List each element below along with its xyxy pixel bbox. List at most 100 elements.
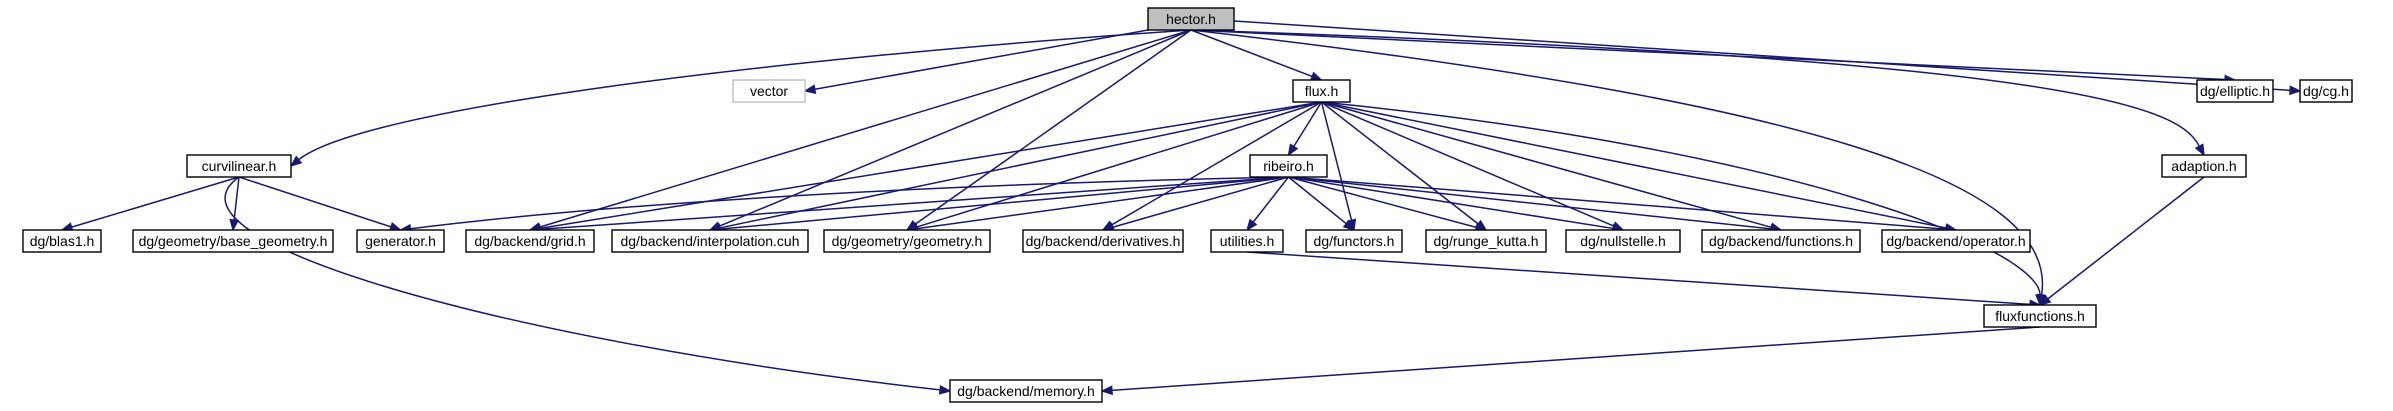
node-blas1[interactable]: dg/blas1.h [22, 229, 102, 253]
node-label: dg/geometry/base_geometry.h [139, 233, 328, 249]
edge-line [1112, 176, 1289, 228]
node-label: dg/backend/functions.h [1709, 233, 1853, 249]
node-label: dg/runge_kutta.h [1433, 233, 1538, 249]
edge-line [1293, 101, 1323, 147]
node-box [186, 154, 292, 178]
edge-line [1321, 101, 1615, 227]
edge-line [410, 176, 1289, 230]
edge-line [1321, 101, 1772, 229]
edge-flux-to-operator [1321, 101, 1958, 233]
arrowhead-icon [2038, 294, 2052, 306]
node-derivatives[interactable]: dg/backend/derivatives.h [1022, 229, 1184, 253]
edge-curvilinear-to-generator [238, 176, 403, 232]
edge-line [1320, 101, 1353, 221]
node-functors[interactable]: dg/functors.h [1305, 229, 1403, 253]
node-label: hector.h [1166, 11, 1216, 27]
edge-line [718, 29, 1192, 227]
edge-line [71, 176, 240, 228]
arrowhead-icon [1287, 143, 1299, 157]
node-curvilinear[interactable]: curvilinear.h [186, 154, 292, 178]
arrowhead-icon [1309, 71, 1324, 81]
node-elliptic[interactable]: dg/elliptic.h [2196, 79, 2274, 103]
edge-line [2047, 176, 2205, 300]
node-label: ribeiro.h [1263, 158, 1314, 174]
node-base-geometry[interactable]: dg/geometry/base_geometry.h [132, 229, 334, 253]
node-box [1147, 7, 1235, 31]
node-interpolation[interactable]: dg/backend/interpolation.cuh [611, 229, 809, 253]
node-box [1425, 229, 1547, 253]
edge-line [539, 101, 1322, 230]
node-label: dg/backend/operator.h [1886, 233, 2025, 249]
node-nullstelle[interactable]: dg/nullstelle.h [1565, 229, 1681, 253]
node-box [356, 229, 445, 253]
node-label: dg/blas1.h [30, 233, 95, 249]
node-memory[interactable]: dg/backend/memory.h [949, 379, 1103, 403]
edge-hector-to-curvilinear [289, 29, 1192, 168]
edge-ribeiro-to-functions [1288, 176, 1783, 234]
node-box [732, 79, 806, 103]
node-box [2196, 79, 2274, 103]
edge-curvilinear-to-base_geometry [229, 176, 240, 232]
edge-line [1288, 176, 1347, 225]
node-fluxfunctions[interactable]: fluxfunctions.h [1983, 304, 2097, 328]
node-operator[interactable]: dg/backend/operator.h [1881, 229, 2031, 253]
arrowhead-icon [1246, 218, 1258, 232]
node-label: dg/backend/grid.h [474, 233, 585, 249]
edge-utilities-to-fluxfunctions [1246, 251, 2042, 310]
node-label: dg/geometry/geometry.h [832, 233, 983, 249]
edge-line [1111, 326, 2041, 392]
edge-ribeiro-to-geometry [905, 176, 1289, 234]
edge-line [1246, 251, 2031, 306]
node-functions[interactable]: dg/backend/functions.h [1701, 229, 1861, 253]
edge-line [1321, 101, 1479, 225]
edge-line [1288, 176, 1947, 230]
arrowhead-icon [229, 218, 240, 232]
edge-line [916, 101, 1322, 228]
node-runge-kutta[interactable]: dg/runge_kutta.h [1425, 229, 1547, 253]
arrowhead-icon [1100, 385, 1113, 396]
edge-curvilinear-to-memory [224, 176, 952, 395]
node-flux[interactable]: flux.h [1292, 79, 1351, 103]
edge-hector-to-cg [1233, 20, 2302, 96]
node-utilities[interactable]: utilities.h [1210, 229, 1284, 253]
node-label: dg/backend/interpolation.cuh [620, 233, 799, 249]
edge-ribeiro-to-grid [528, 176, 1289, 235]
node-box [2161, 154, 2247, 178]
node-label: vector [750, 83, 788, 99]
edge-line [719, 176, 1289, 230]
node-vector: vector [732, 79, 806, 103]
node-label: generator.h [365, 233, 436, 249]
node-box [22, 229, 102, 253]
edge-hector-to-elliptic [1190, 29, 2237, 85]
edge-line [238, 176, 392, 228]
node-box [949, 379, 1103, 403]
node-geometry[interactable]: dg/geometry/geometry.h [823, 229, 991, 253]
arrowhead-icon [289, 155, 303, 168]
edge-line [1321, 101, 2041, 296]
edge-flux-to-functions [1321, 101, 1783, 232]
node-label: dg/nullstelle.h [1580, 233, 1666, 249]
node-label: dg/elliptic.h [2200, 83, 2270, 99]
edge-flux-to-nullstelle [1321, 101, 1625, 231]
edge-line [233, 176, 240, 221]
node-label: dg/functors.h [1314, 233, 1395, 249]
edge-line [916, 176, 1289, 230]
edge-flux-to-ribeiro [1287, 101, 1323, 157]
node-adaption[interactable]: adaption.h [2161, 154, 2247, 178]
node-ribeiro[interactable]: ribeiro.h [1249, 154, 1328, 178]
node-grid[interactable]: dg/backend/grid.h [465, 229, 595, 253]
arrowhead-icon [2194, 143, 2205, 157]
edge-flux-to-runge_kutta [1321, 101, 1488, 231]
node-label: dg/cg.h [2303, 83, 2349, 99]
arrowhead-icon [803, 84, 817, 94]
node-box [1881, 229, 2031, 253]
node-label: adaption.h [2171, 158, 2236, 174]
edge-line [1233, 20, 2291, 92]
node-cg[interactable]: dg/cg.h [2299, 79, 2353, 103]
edge-line [1252, 176, 1290, 223]
node-box [1305, 229, 1403, 253]
nodes-layer: hector.h vector flux.h dg/elliptic.h dg/cg.h… [22, 7, 2353, 403]
edge-hector-to-vector [803, 29, 1149, 94]
node-generator[interactable]: generator.h [356, 229, 445, 253]
